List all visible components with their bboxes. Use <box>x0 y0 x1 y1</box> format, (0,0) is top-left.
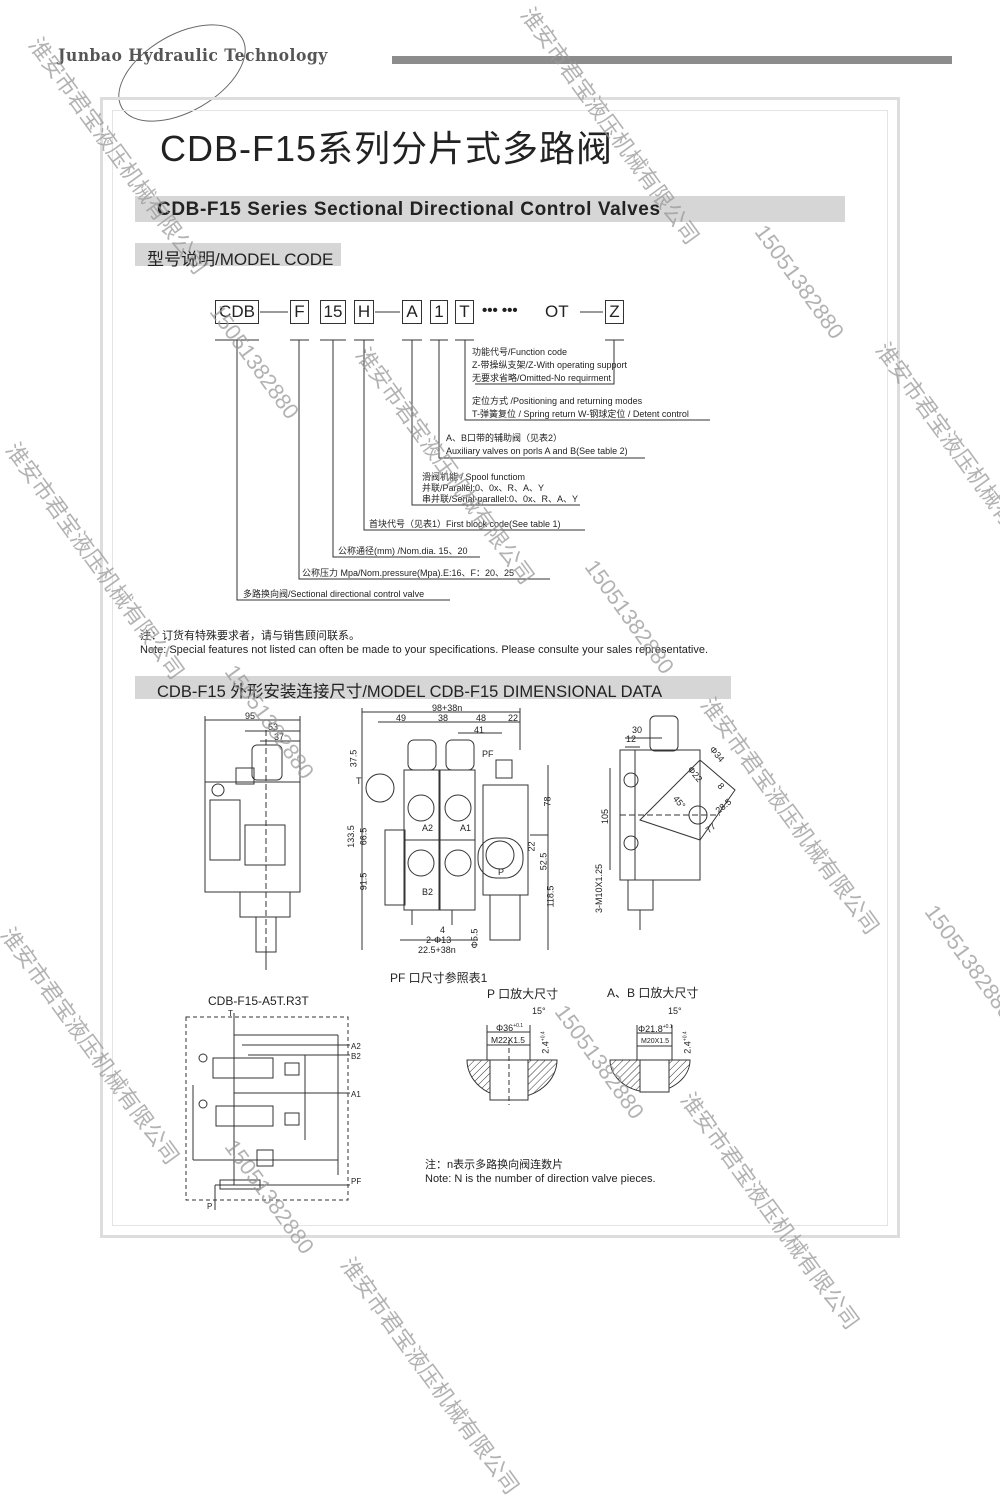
desc-spool: 滑阀机能 / Spool functiom <box>422 472 526 482</box>
p-port-thread: M22X1.5 <box>491 1035 526 1045</box>
desc-pressure: 公称压力 Mpa/Nom.pressure(Mpa).E:16、F：20、25 <box>302 568 515 578</box>
dim-label: 133.5 <box>345 825 356 848</box>
page-frame-inner <box>112 110 888 1226</box>
note2-cn: 注：n表示多路换向阀连数片 <box>425 1159 564 1171</box>
schematic-port-t: T <box>228 1009 233 1018</box>
p-port-depth: 2.4+0.4 <box>540 1031 551 1054</box>
dim-label: 30 <box>632 725 643 735</box>
dim-label: PF <box>482 749 494 759</box>
dim-label: 49 <box>396 713 407 723</box>
code-ot: OT <box>545 302 569 321</box>
desc-aux-en: Auxiliary valves on porls A and B(See ta… <box>446 446 628 456</box>
dim-label: 37 <box>274 732 285 742</box>
note2-en: Note: N is the number of direction valve… <box>425 1173 656 1185</box>
dim-label: 38 <box>438 713 449 723</box>
dim-label: 37.5 <box>348 749 359 768</box>
dim-label: 91.5 <box>358 872 369 891</box>
schematic-title: CDB-F15-A5T.R3T <box>208 994 309 1008</box>
side-view-drawing <box>204 716 301 970</box>
port-label-a1: A1 <box>460 823 472 833</box>
schematic-port-a1: A1 <box>351 1090 361 1099</box>
ab-port-thread: M20X1.5 <box>641 1038 670 1045</box>
code-box-a: A <box>402 300 422 324</box>
dim-label: 95 <box>245 711 256 721</box>
code-dots: ••• ••• <box>482 302 518 319</box>
dim-label: 78 <box>542 796 553 807</box>
right-side-view-drawing <box>609 715 736 930</box>
port-label-p: P <box>498 867 505 877</box>
code-box-t: T <box>455 300 474 324</box>
schematic-port-b2: B2 <box>351 1052 361 1061</box>
desc-spool-parallel: 并联/Parallel:0、0x、R、A、Y <box>422 483 545 493</box>
dim-label: 52.5 <box>538 852 549 871</box>
ab-port-detail <box>609 1025 691 1093</box>
port-label-b2: B2 <box>422 887 434 897</box>
dim-label: 41 <box>474 725 485 735</box>
desc-positioning-modes: T-弹簧复位 / Spring return W-钢球定位 / Detent c… <box>472 409 689 419</box>
model-code-leaders <box>215 311 710 601</box>
dim-label: 53 <box>268 722 279 732</box>
page-title: CDB-F15系列分片式多路阀 <box>160 128 614 169</box>
desc-first-block: 首块代号（见表1）First block code(See table 1) <box>369 519 561 529</box>
port-label-t: T <box>356 776 362 786</box>
code-box-h: H <box>354 300 374 324</box>
line-drawings <box>185 311 736 1210</box>
desc-function-omit: 无要求省略/Omitted-No requirment <box>472 373 612 383</box>
dim-label: 22 <box>526 841 537 852</box>
code-box-f: F <box>290 300 309 324</box>
dim-label: 2-Φ13 <box>426 935 452 945</box>
dim-label: 12 <box>626 734 637 744</box>
header-bar <box>392 56 952 64</box>
p-port-phi: Φ36+0.1 <box>496 1023 524 1033</box>
dim-label: 22 <box>508 713 519 723</box>
note-cn: 注：订货有特殊要求者，请与销售顾问联系。 <box>140 630 360 642</box>
desc-positioning: 定位方式 /Positioning and returning modes <box>472 396 643 406</box>
pf-caption: PF 口尺寸参照表1 <box>390 971 488 985</box>
p-port-title: P 口放大尺寸 <box>487 987 559 1001</box>
subtitle-band: CDB-F15 Series Sectional Directional Con… <box>135 196 845 222</box>
p-port-angle: 15° <box>532 1006 546 1016</box>
ab-port-title: A、B 口放大尺寸 <box>607 986 699 1000</box>
desc-function-code: 功能代号/Function code <box>472 347 568 357</box>
dimensional-heading: CDB-F15 外形安装连接尺寸/MODEL CDB-F15 DIMENSION… <box>157 683 663 701</box>
p-port-detail <box>466 1025 558 1105</box>
schematic-port-a2: A2 <box>351 1042 361 1051</box>
ab-port-depth: 2.4+0.4 <box>682 1031 693 1054</box>
dimensional-band: CDB-F15 外形安装连接尺寸/MODEL CDB-F15 DIMENSION… <box>135 676 731 701</box>
dim-label: 118.5 <box>545 885 556 908</box>
dim-label: 22.5+38n <box>418 945 456 955</box>
front-view-drawing <box>361 708 549 950</box>
ab-port-phi: Φ21.8+0.1 <box>638 1024 673 1034</box>
subtitle: CDB-F15 Series Sectional Directional Con… <box>157 199 661 220</box>
dim-label: Φ5.5 <box>469 928 480 949</box>
code-box-cdb: CDB <box>215 300 259 324</box>
dim-label: 105 <box>600 808 611 825</box>
dim-label: 3-M10X1.25 <box>594 863 605 914</box>
desc-spool-serial: 串并联/Serial-parallel:0、0x、R、A、Y <box>422 494 579 504</box>
model-code-heading: 型号说明/MODEL CODE <box>147 250 334 269</box>
code-box-1: 1 <box>430 300 448 324</box>
dim-label: 48 <box>476 713 487 723</box>
ab-port-angle: 15° <box>668 1006 682 1016</box>
brand-logo: Junbao Hydraulic Technology <box>58 46 328 66</box>
page-frame <box>100 97 900 1238</box>
desc-nom-dia: 公称通径(mm) /Nom.dia. 15、20 <box>338 546 468 556</box>
hydraulic-schematic <box>185 1013 350 1210</box>
code-box-15: 15 <box>320 300 346 324</box>
dim-label: 98+38n <box>432 703 463 713</box>
dim-label: 66.5 <box>358 827 369 846</box>
schematic-port-p: P <box>207 1202 213 1211</box>
port-label-a2: A2 <box>422 823 434 833</box>
schematic-port-pf: PF <box>351 1177 362 1186</box>
note-en: Note: Special features not listed can of… <box>140 644 709 656</box>
dim-label: 4 <box>440 925 446 935</box>
desc-function-z: Z-带操纵支架/Z-With operating support <box>472 360 628 370</box>
desc-aux-cn: A、B口带的辅助阀（见表2） <box>446 433 563 443</box>
desc-valve: 多路换向阀/Sectional directional control valv… <box>243 589 425 599</box>
model-code-band: 型号说明/MODEL CODE <box>135 243 341 269</box>
code-box-z: Z <box>605 300 624 324</box>
